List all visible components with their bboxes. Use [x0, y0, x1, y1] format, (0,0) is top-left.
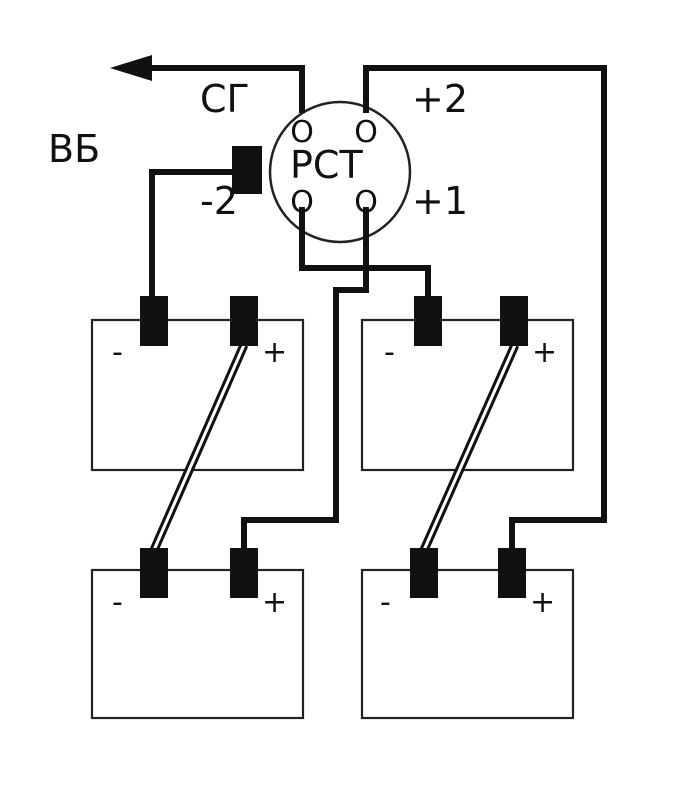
label-generator: СГ	[200, 77, 250, 121]
battery-4-plus-sign: +	[530, 585, 555, 620]
terminal-bottom-right-plus	[498, 548, 526, 598]
battery-bottom-left	[90, 568, 305, 720]
relay-pin-top-left: O	[290, 115, 314, 150]
relay-switch-body	[268, 100, 412, 244]
label-relay: РСТ	[290, 143, 363, 187]
battery-1-minus-sign: -	[112, 335, 123, 370]
label-plus1: +1	[412, 179, 468, 223]
terminal-bottom-left-minus	[140, 548, 168, 598]
plus2-wire	[363, 65, 607, 563]
battery-1-plus-sign: +	[262, 335, 287, 370]
terminal-top-right-plus	[500, 296, 528, 346]
plus1-wire	[241, 207, 369, 563]
label-plus2: +2	[412, 77, 468, 121]
label-output: ВБ	[48, 127, 100, 171]
jumper-left-inner	[152, 344, 246, 551]
battery-bottom-right	[360, 568, 575, 720]
terminal-bottom-right-minus	[410, 548, 438, 598]
arrow-left-icon	[110, 55, 152, 81]
relay-pin-bottom-right: O	[354, 185, 378, 220]
jumper-right-inner	[422, 344, 517, 551]
relay-pin-bottom-left: O	[290, 185, 314, 220]
terminal-bottom-left-plus	[230, 548, 258, 598]
label-minus2: -2	[200, 179, 238, 223]
terminal-top-left-plus	[230, 296, 258, 346]
terminal-top-left-minus	[140, 296, 168, 346]
battery-4-minus-sign: -	[380, 585, 391, 620]
relay-minus2-terminal	[232, 146, 262, 194]
terminal-top-right-minus	[414, 296, 442, 346]
minus2-wire	[149, 169, 247, 303]
output-wire	[147, 65, 305, 113]
battery-2-plus-sign: +	[532, 335, 557, 370]
relay-pin-top-right: O	[354, 115, 378, 150]
battery-3-minus-sign: -	[112, 585, 123, 620]
battery-3-plus-sign: +	[262, 585, 287, 620]
battery-2-minus-sign: -	[384, 335, 395, 370]
